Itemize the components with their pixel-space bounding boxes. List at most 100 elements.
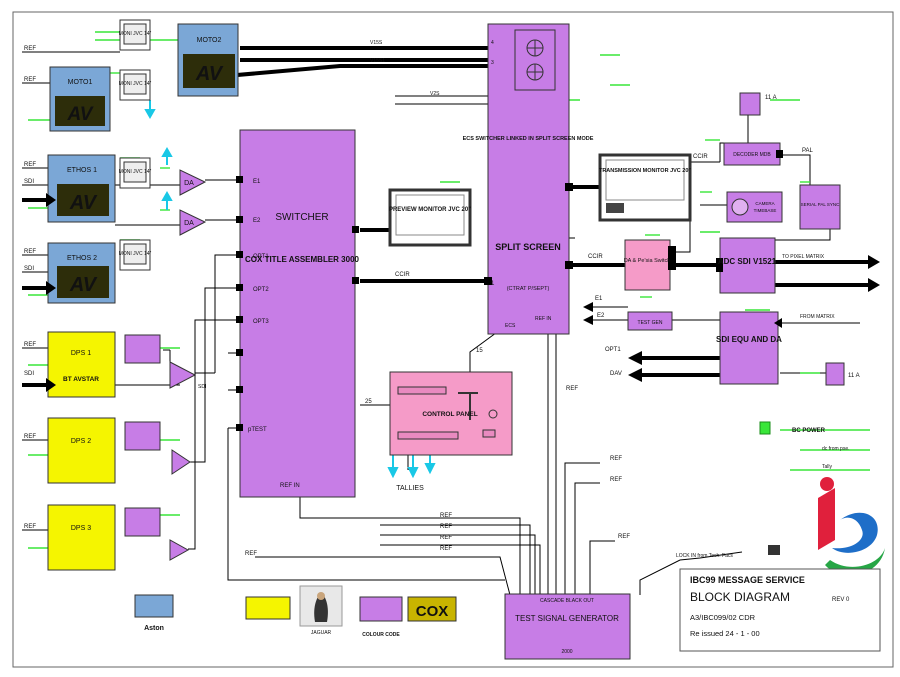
title-line2: BLOCK DIAGRAM (690, 590, 790, 604)
dps2-monitor (124, 421, 161, 451)
e2-port-label: E2 (253, 218, 261, 224)
transmission-monitor-label: TRANSMISSION MONITOR JVC 20" (599, 168, 691, 174)
da-amplifier-3 (169, 361, 197, 389)
ccir-label: CCIR (395, 272, 410, 278)
sdi-equ-block (719, 311, 779, 385)
ref-label: REF (24, 434, 36, 440)
ref-tsg-label: REF (610, 456, 622, 462)
ref-label: REF (24, 524, 36, 530)
tsg-label: TEST SIGNAL GENERATOR (515, 614, 619, 623)
dps-blocks (47, 331, 116, 571)
svg-text:AV: AV (69, 274, 98, 296)
legend-yellow-swatch (245, 596, 291, 620)
aa-connector-top (739, 92, 761, 116)
svg-text:AV: AV (67, 104, 94, 125)
svg-text:AV: AV (195, 63, 224, 85)
ref-label: REF (24, 342, 36, 348)
dps3-block (47, 504, 116, 571)
sdi-equ-label: SDI EQU AND DA (716, 335, 782, 344)
v15s-label: V15S (370, 40, 383, 46)
e1-port-label: E1 (253, 179, 261, 185)
title-line1: IBC99 MESSAGE SERVICE (690, 575, 805, 585)
pal-sync-label: SERIAL PAL SYNC (801, 202, 841, 207)
ibc-logo-icon (818, 477, 885, 576)
thick-signal-lines (22, 46, 870, 387)
e2-right-label: E2 (597, 313, 605, 319)
dps2-label: DPS 2 (71, 438, 91, 445)
right-ports (668, 150, 783, 272)
da-switch-block (624, 239, 671, 291)
opt1-port-label: OPT1 (253, 254, 269, 260)
ref-label: REF (24, 162, 36, 168)
opt1-right-label: OPT1 (605, 347, 621, 353)
ethos2-label: ETHOS 2 (67, 255, 97, 262)
right-devices (624, 92, 845, 386)
av-logo-icon (55, 96, 105, 126)
dps-monitors (124, 334, 161, 537)
decoder-label: DECODER MDB (733, 152, 771, 158)
monitor-label: MONI JVC 14" (119, 169, 152, 175)
ccir-p1-label: CCIR (588, 254, 603, 260)
colour-code-label: COLOUR CODE (362, 632, 400, 638)
monitor-label: MONI JVC 14" (119, 31, 152, 37)
monitor-label: MONI JVC 14" (119, 251, 152, 257)
ref-tsg-label: REF (440, 513, 452, 519)
dps3-label: DPS 3 (71, 525, 91, 532)
split-switcher-label: ECS SWITCHER LINKED IN SPLIT SCREEN MODE (463, 136, 594, 142)
cox-logo-text: COX (416, 603, 449, 620)
v15s1-label: V15S1 (370, 58, 385, 64)
ref-label: REF (24, 249, 36, 255)
ethos1-label: ETHOS 1 (67, 167, 97, 174)
from-matrix-label: FROM MATRIX (800, 314, 835, 320)
da-label: DA (184, 180, 194, 187)
ptest-port-label: pTEST (248, 427, 267, 433)
tsg-top-label: CASCADE BLACK OUT (540, 598, 594, 604)
tally-connector (768, 545, 780, 555)
moto1-label: MOTO1 (68, 79, 93, 86)
ecs-label: ECS (505, 323, 516, 329)
ref-label: REF (24, 77, 36, 83)
dps3-monitor (124, 507, 161, 537)
test-gen-box-label: TEST GEN (638, 320, 663, 326)
dc-from-label: dc from pse. (822, 446, 850, 452)
da-label: DA (184, 220, 194, 227)
da-amplifier-1 (179, 169, 207, 196)
control-panel (389, 371, 513, 456)
monitor-label: MONI JVC 14" (119, 81, 152, 87)
aa-connector-bottom (825, 362, 845, 386)
aston-label: Aston (144, 625, 164, 632)
source-monitors (119, 19, 151, 271)
n15-label: 15 (476, 348, 483, 354)
preview-monitor-label: PREVIEW MONITOR JVC 20" (389, 207, 471, 213)
legend-cox-swatch (407, 596, 457, 622)
pal-sync-block (799, 184, 841, 230)
dps1-sub-label: BT AVSTAR (63, 376, 99, 383)
da-amplifier-4 (171, 449, 191, 475)
switcher-refin-label: REF IN (280, 483, 300, 489)
control-panel-label: CONTROL PANEL (422, 411, 477, 418)
split-refin-label: REF IN (535, 316, 552, 322)
moto2-label: MOTO2 (197, 37, 222, 44)
av-logos: AV AV AV AV (55, 54, 235, 298)
title-line4: Re issued 24 - 1 - 00 (690, 629, 760, 638)
ref-tsg-label: REF (245, 551, 257, 557)
thin-signal-lines (22, 51, 860, 596)
adc-block (719, 237, 776, 294)
n4-label: 4 (491, 40, 494, 46)
da-amplifier-5 (169, 539, 190, 561)
sdi-label: SDI (24, 266, 34, 272)
switcher-block (239, 129, 356, 498)
tally-arrows (144, 100, 436, 479)
title-block (679, 568, 881, 652)
split-screen-label: SPLIT SCREEN (495, 242, 561, 252)
test-signal-generator (504, 593, 631, 660)
dps2-block (47, 417, 116, 484)
ref-label: REF (24, 46, 36, 52)
svg-text:AV: AV (69, 192, 98, 214)
test-gen-box (627, 311, 673, 331)
bc-power-swatch (759, 421, 771, 435)
tallies-label: TALLIES (396, 485, 424, 492)
ref-tsg-label: REF (440, 546, 452, 552)
